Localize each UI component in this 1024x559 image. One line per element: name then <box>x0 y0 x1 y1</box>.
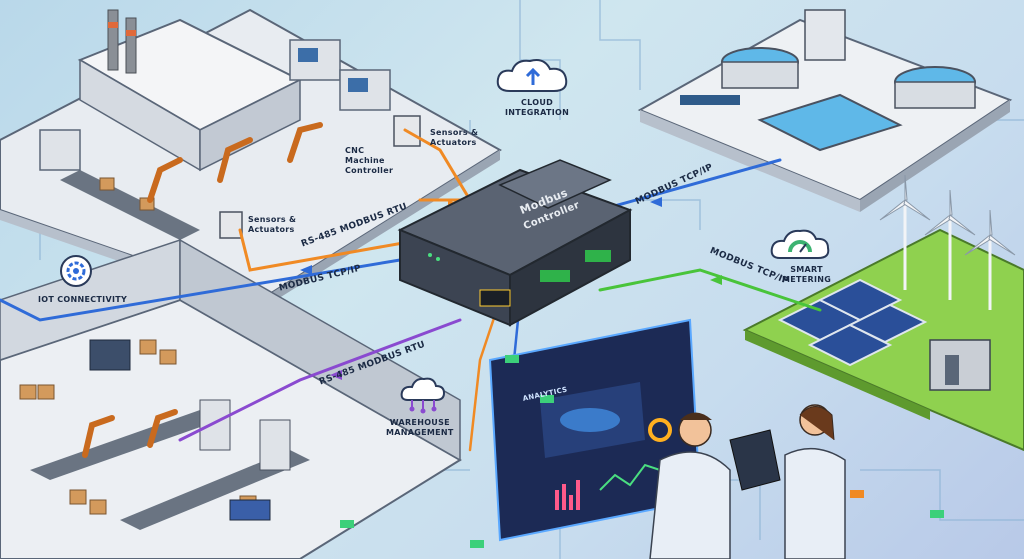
sensors-actuators-top-label: Sensors & Actuators <box>430 128 479 147</box>
person-analyst <box>729 404 846 559</box>
sensors-actuators-mid-label: Sensors & Actuators <box>248 215 297 234</box>
gauge-icon <box>768 226 832 260</box>
warehouse-network-icon <box>398 374 446 414</box>
renewable-platform <box>742 174 1024 452</box>
dashboard-bars <box>555 480 580 510</box>
cloud-upload-icon <box>492 55 574 95</box>
warehouse-platform <box>0 238 462 559</box>
gear-globe-icon <box>58 253 94 289</box>
tcp-line-topright <box>598 158 782 212</box>
rtu-line-lower <box>238 228 422 272</box>
orange-line-dash <box>468 298 502 452</box>
iot-connectivity-label: IOT CONNECTIVITY <box>38 295 128 304</box>
person-engineer <box>649 412 731 559</box>
data-packets <box>340 355 944 548</box>
connection-lines <box>0 128 822 452</box>
modbus-controller <box>397 159 633 327</box>
green-line-right <box>598 268 822 312</box>
water-treatment-platform <box>637 9 1013 212</box>
rtu-line-upper <box>403 128 473 202</box>
purple-line-lower <box>178 318 462 442</box>
cnc-controller-label: CNC Machine Controller <box>345 146 394 175</box>
cloud-integration-label: CLOUD INTEGRATION <box>505 98 570 117</box>
warehouse-management-label: WAREHOUSE MANAGEMENT <box>386 418 454 437</box>
smart-metering-label: SMART METERING <box>782 265 832 284</box>
tcp-line-left <box>0 258 402 322</box>
analytics-dashboard <box>488 318 702 542</box>
